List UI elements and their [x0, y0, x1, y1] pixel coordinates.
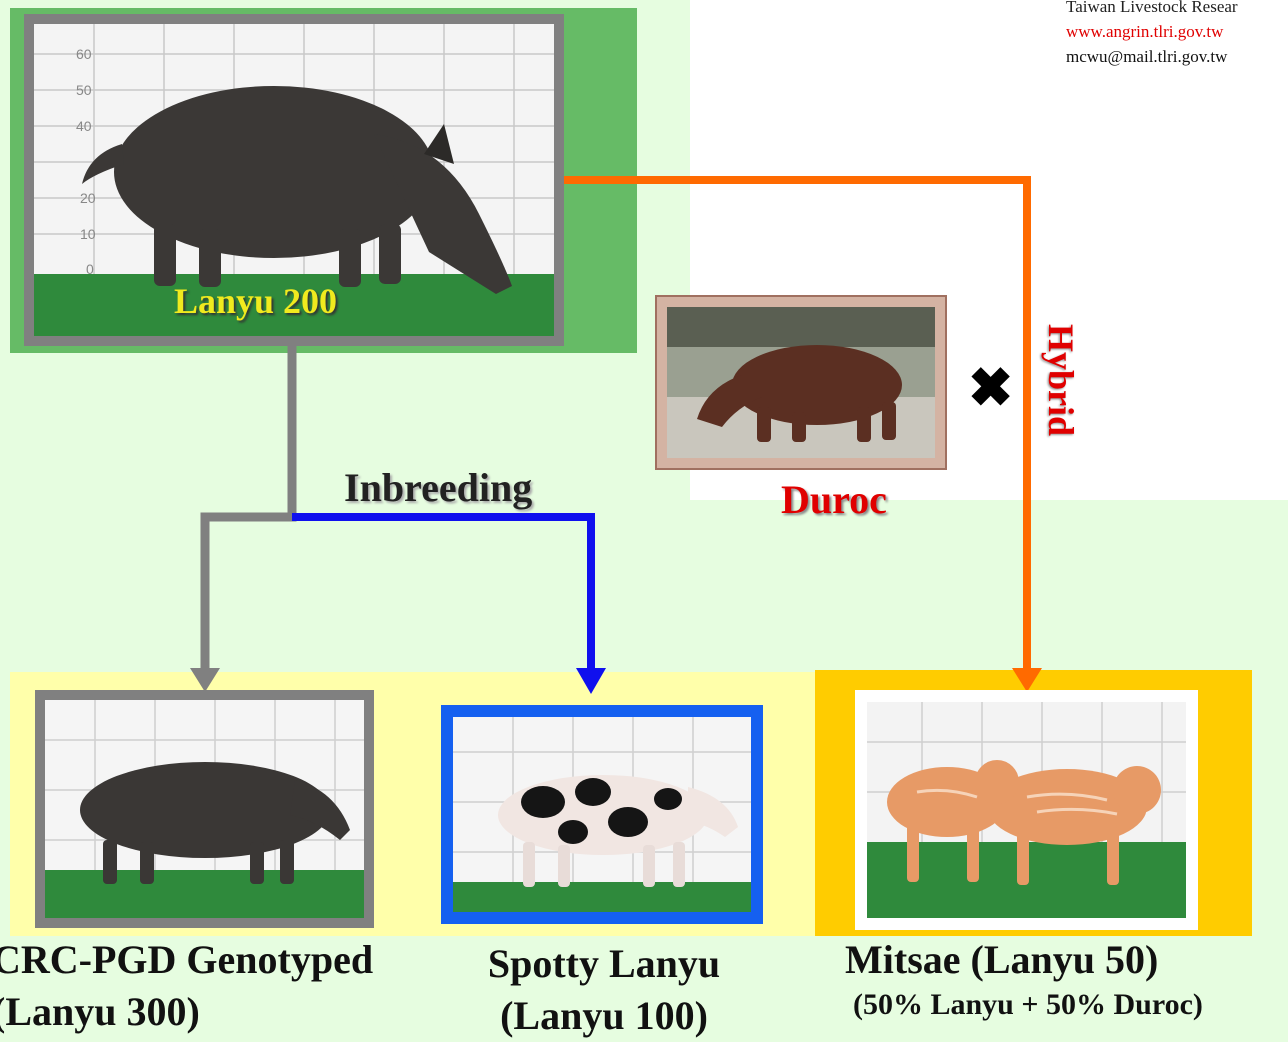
tick-label: 60: [76, 46, 92, 62]
duroc-photo-frame: [655, 295, 947, 470]
lanyu-300-name: CRC-PGD Genotyped: [0, 937, 374, 982]
duroc-photo: [667, 307, 935, 458]
lanyu-200-photo: 60 50 40 20 10 0: [34, 24, 554, 336]
orange-arrowhead: [1012, 668, 1042, 692]
inbreeding-label: Inbreeding: [344, 465, 533, 510]
mitsae-photo-frame: [855, 690, 1198, 930]
spotty-lanyu-code: (Lanyu 100): [500, 993, 708, 1038]
cross-icon: ✖: [968, 358, 1014, 418]
mitsae-composition: (50% Lanyu + 50% Duroc): [853, 988, 1203, 1021]
spotty-lanyu-name: Spotty Lanyu: [487, 941, 721, 986]
spotty-lanyu-photo: [453, 717, 751, 912]
tick-label: 40: [76, 118, 92, 134]
lanyu-300-code: (Lanyu 300): [0, 989, 200, 1034]
tick-label: 0: [86, 261, 94, 277]
spotty-lanyu-photo-frame: [441, 705, 763, 924]
tick-label: 20: [80, 190, 96, 206]
credit-url[interactable]: www.angrin.tlri.gov.tw: [1066, 22, 1224, 41]
lanyu-300-label: CRC-PGD Genotyped (Lanyu 300): [0, 934, 373, 1038]
lanyu-200-photo-frame: 60 50 40 20 10 0: [24, 14, 564, 346]
mitsae-label: Mitsae (Lanyu 50) (50% Lanyu + 50% Duroc…: [845, 934, 1245, 1022]
credit-organization: Taiwan Livestock Resear: [1066, 0, 1238, 16]
mitsae-name: Mitsae (Lanyu 50): [845, 937, 1159, 982]
mitsae-photo: [867, 702, 1186, 918]
lanyu-200-label: Lanyu 200: [174, 281, 338, 321]
credit-block: Taiwan Livestock Resear www.angrin.tlri.…: [1066, 0, 1288, 69]
gray-inbreeding-line: [200, 345, 297, 672]
duroc-label: Duroc: [781, 477, 887, 522]
lanyu-300-photo: [45, 700, 364, 918]
orange-hybrid-line: [560, 176, 1031, 672]
spotty-lanyu-label: Spotty Lanyu (Lanyu 100): [474, 938, 734, 1042]
tick-label: 10: [80, 226, 96, 242]
tick-label: 50: [76, 82, 92, 98]
blue-inbreeding-line: [292, 513, 595, 672]
credit-email[interactable]: mcwu@mail.tlri.gov.tw: [1066, 47, 1228, 66]
hybrid-label: Hybrid: [1041, 324, 1081, 437]
gray-arrowhead: [190, 668, 220, 692]
lanyu-300-photo-frame: [35, 690, 374, 928]
blue-arrowhead: [576, 668, 606, 694]
